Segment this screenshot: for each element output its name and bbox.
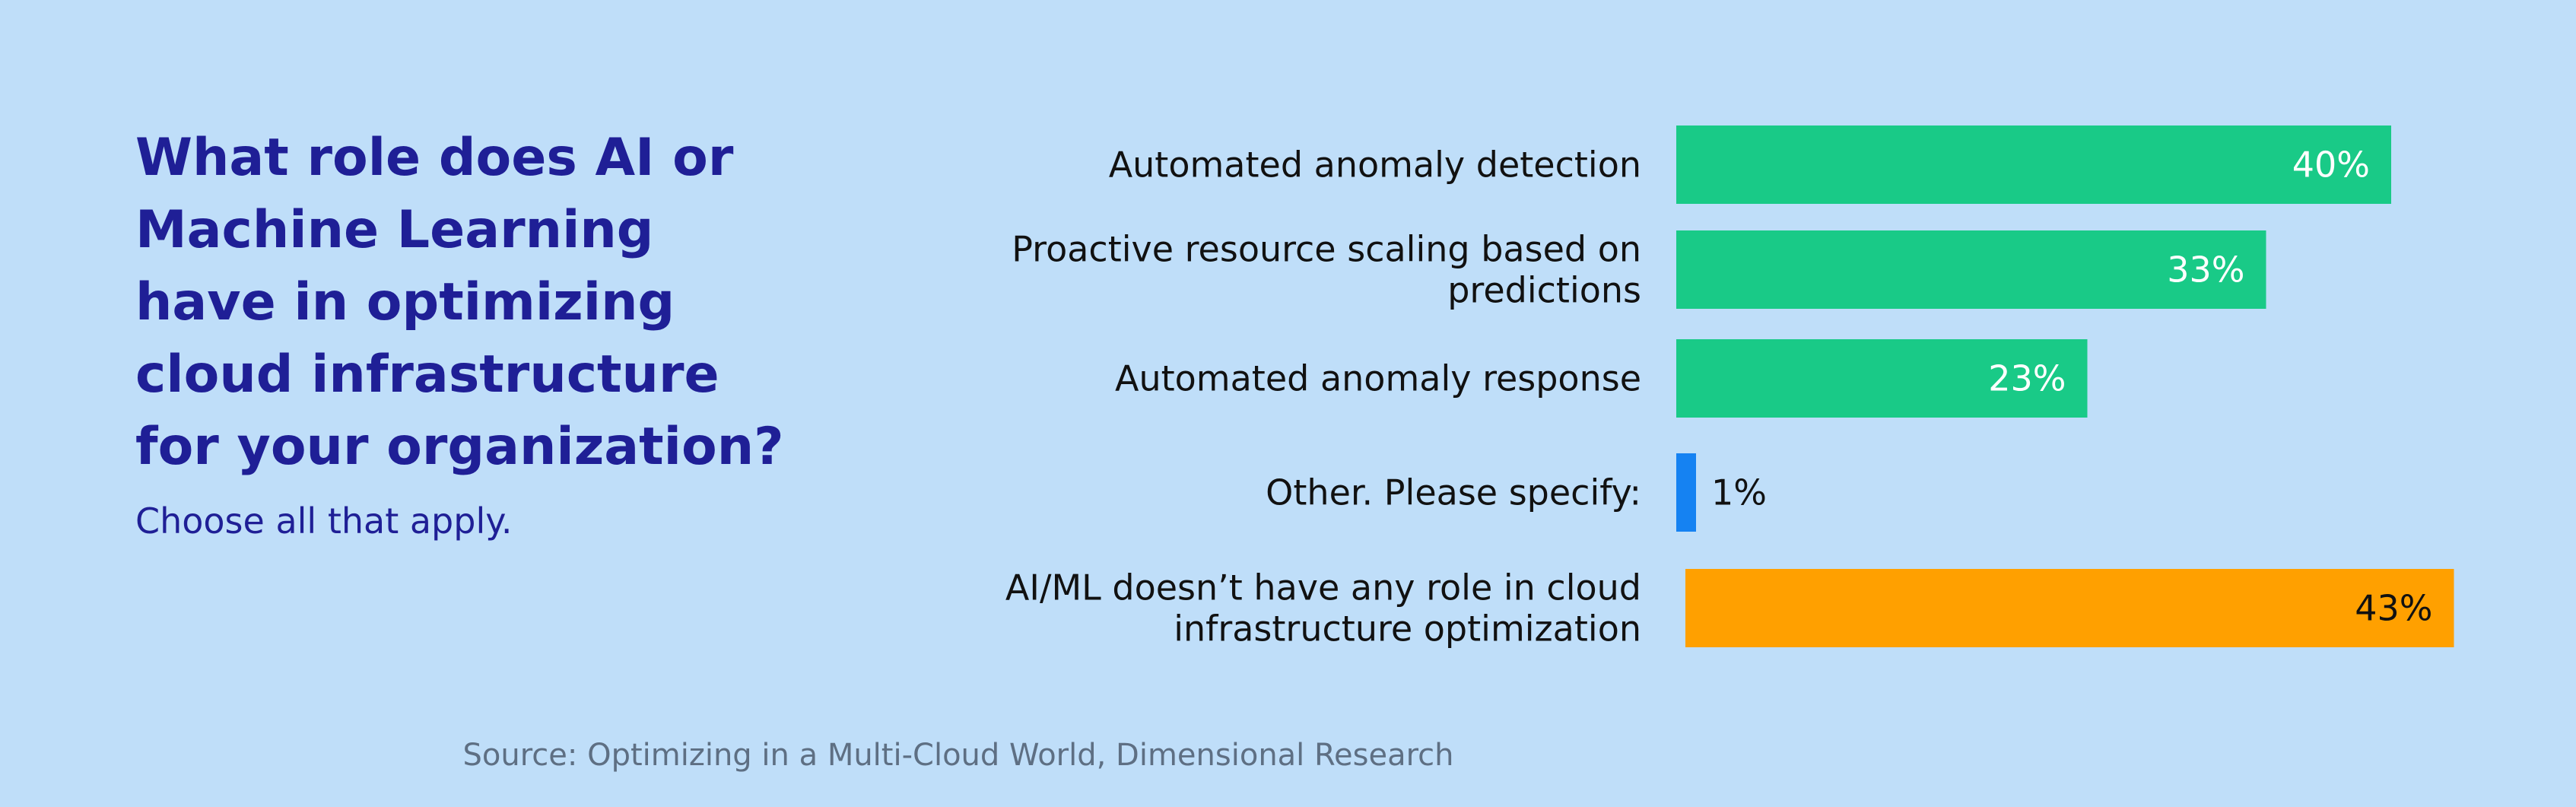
bar-0	[1676, 125, 2391, 204]
question-subtitle: Choose all that apply.	[135, 500, 513, 542]
bar-4	[1685, 569, 2454, 647]
category-label-1-0: Proactive resource scaling based on	[1012, 229, 1641, 270]
category-label-3-0: Other. Please specify:	[1266, 472, 1641, 513]
value-label-1: 33%	[2167, 249, 2244, 291]
value-label-3: 1%	[1711, 472, 1767, 513]
category-label-4-0: AI/ML doesn’t have any role in cloud	[1005, 567, 1641, 608]
category-label-1-1: predictions	[1447, 270, 1641, 311]
category-label-4-1: infrastructure optimization	[1174, 608, 1641, 650]
question-title: What role does AI or Machine Learning ha…	[135, 128, 784, 477]
value-label-4: 43%	[2355, 588, 2432, 629]
bar-1	[1676, 230, 2266, 309]
value-label-2: 23%	[1988, 358, 2066, 399]
value-label-0: 40%	[2292, 145, 2370, 186]
source-note: Source: Optimizing in a Multi-Cloud Worl…	[462, 738, 1454, 773]
category-label-2-0: Automated anomaly response	[1115, 358, 1641, 399]
category-label-0-0: Automated anomaly detection	[1109, 145, 1641, 186]
bar-3	[1676, 453, 1696, 532]
bar-2	[1676, 339, 2088, 418]
